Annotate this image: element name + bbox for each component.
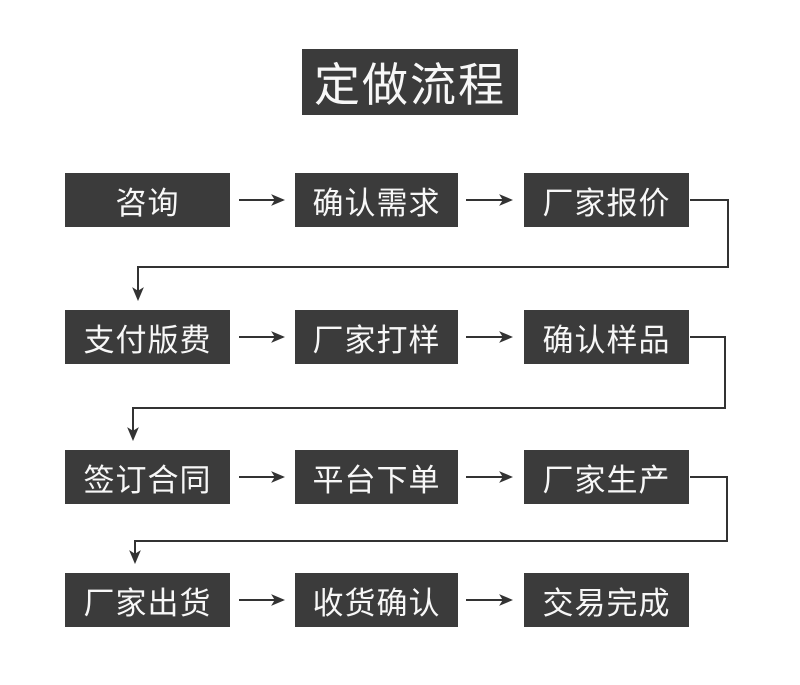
step-consult: 咨询 (65, 173, 230, 227)
step-pay-plate-fee: 支付版费 (65, 310, 230, 364)
step-transaction-complete: 交易完成 (524, 573, 689, 627)
step-factory-shipping: 厂家出货 (65, 573, 230, 627)
step-platform-order: 平台下单 (295, 450, 458, 504)
step-factory-production: 厂家生产 (524, 450, 689, 504)
step-factory-quote: 厂家报价 (524, 173, 689, 227)
page-title: 定做流程 (302, 49, 518, 115)
step-receipt-confirmation: 收货确认 (295, 573, 458, 627)
step-sign-contract: 签订合同 (65, 450, 230, 504)
step-confirm-sample: 确认样品 (524, 310, 689, 364)
step-factory-sampling: 厂家打样 (295, 310, 458, 364)
step-confirm-requirements: 确认需求 (295, 173, 458, 227)
